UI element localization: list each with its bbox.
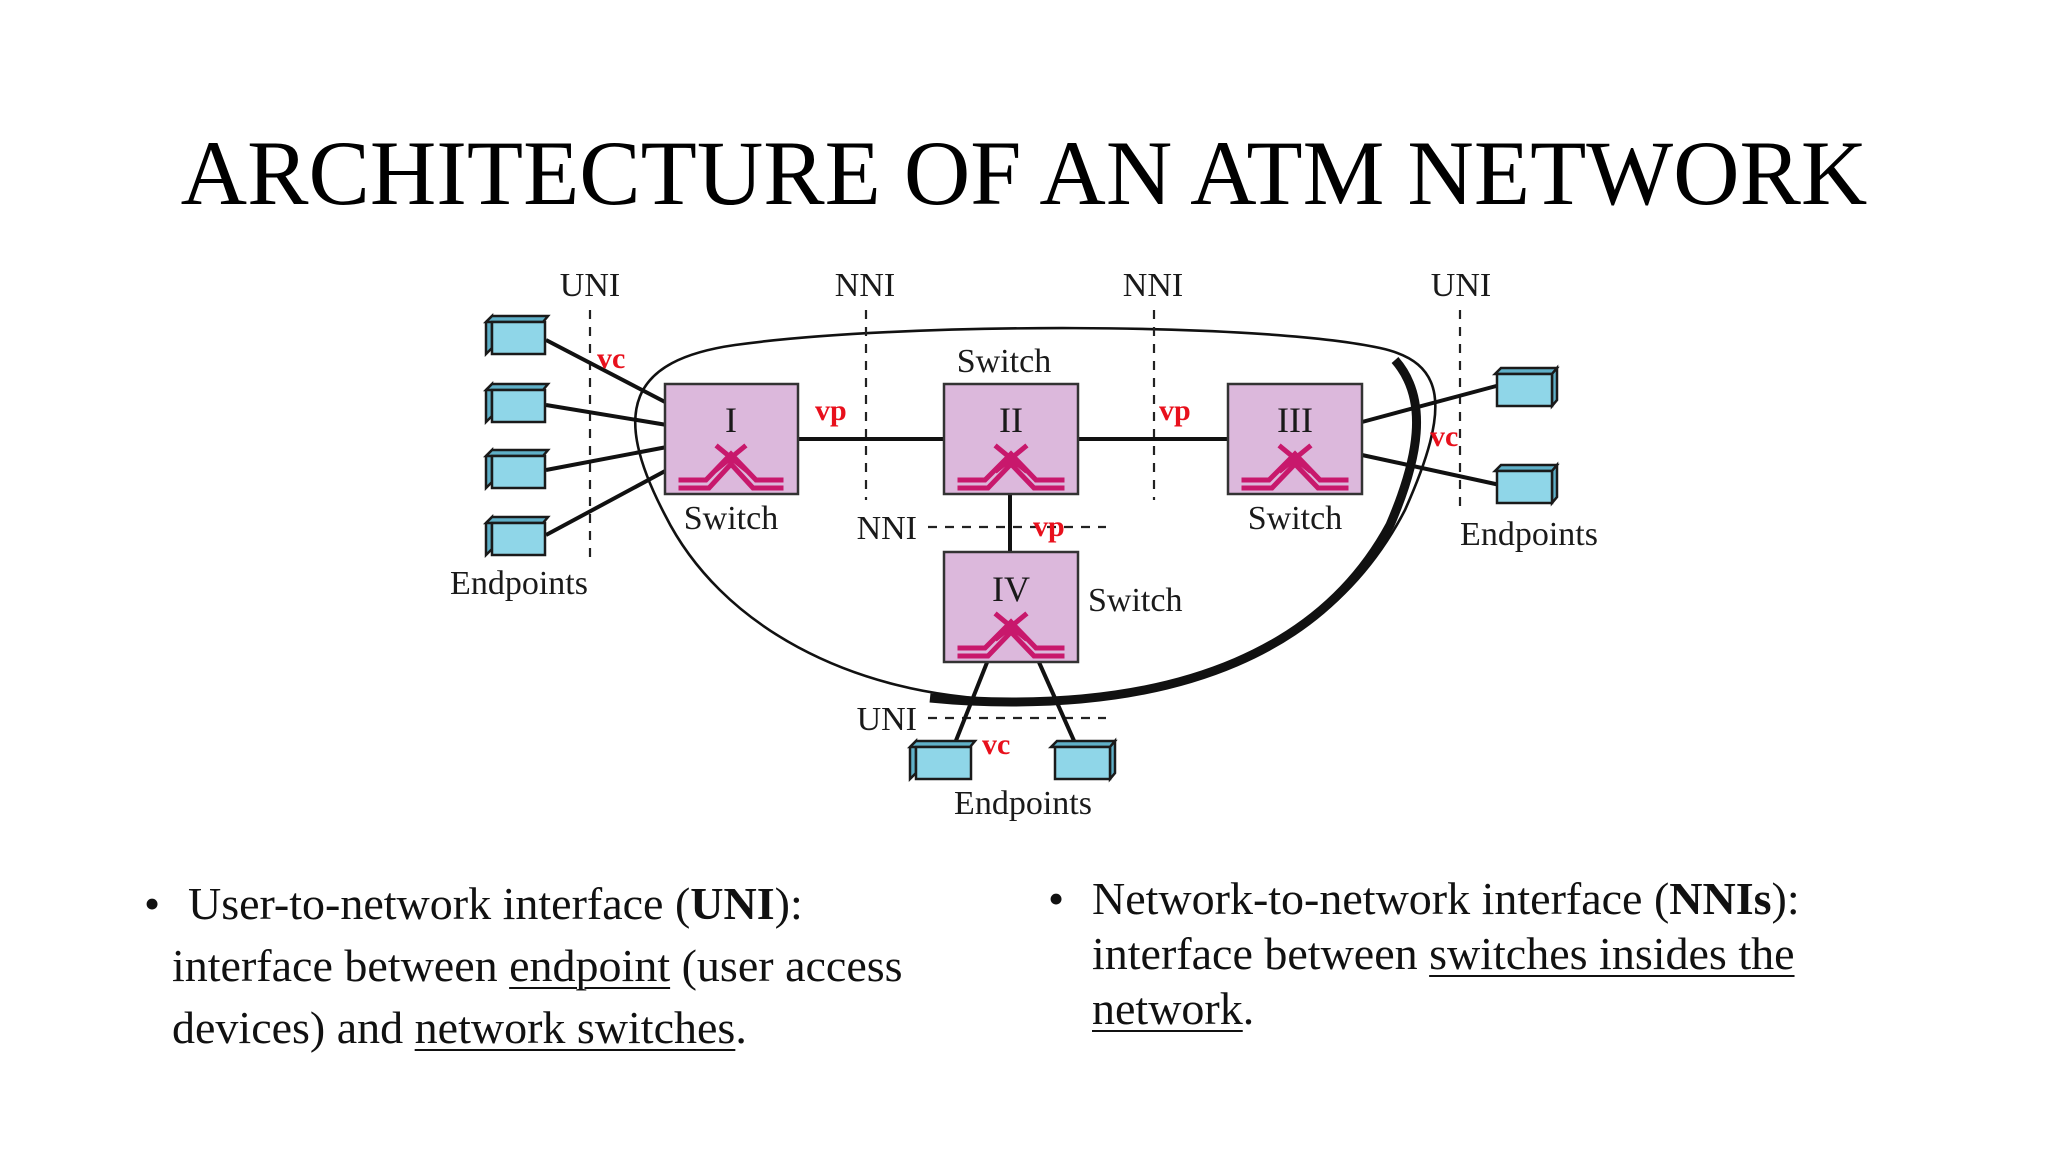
- endpoint-bottom-2: [1047, 737, 1118, 783]
- connection-label-vp-1-2: vp: [815, 394, 847, 427]
- bullet-mark: •: [144, 878, 161, 929]
- endpoints-caption-left: Endpoints: [450, 565, 588, 602]
- crossbar-icon: [957, 611, 1065, 659]
- endpoints-caption-bottom: Endpoints: [954, 785, 1092, 822]
- link-left-endpoint-2: [545, 403, 668, 427]
- bullet-uni-line-2: interface between endpoint (user access: [172, 935, 1030, 997]
- link-bottom-endpoint-1: [953, 659, 990, 744]
- switch-4-numeral: IV: [992, 569, 1030, 609]
- endpoint-left-2: [482, 380, 551, 426]
- slide-title: ARCHITECTURE OF AN ATM NETWORK: [180, 122, 1868, 224]
- bullet-uni-line3-pre: devices) and: [172, 1002, 415, 1053]
- network-boundary-shadow: [929, 357, 1422, 707]
- bullet-nni-line-3: network.: [1092, 981, 1928, 1036]
- switch-1-caption: Switch: [684, 500, 778, 537]
- bullet-uni-abbr: UNI: [690, 878, 775, 929]
- endpoint-left-1: [482, 312, 551, 358]
- bullet-uni-intro: User-to-network interface (: [188, 878, 691, 929]
- link-right-endpoint-2: [1361, 453, 1501, 487]
- crossbar-icon: [678, 443, 784, 491]
- bullet-nni-intro: Network-to-network interface (: [1092, 873, 1670, 924]
- link-left-endpoint-4: [545, 468, 668, 537]
- bullet-uni-close: ):: [774, 878, 803, 929]
- endpoint-left-3: [482, 446, 551, 492]
- endpoints-caption-right: Endpoints: [1460, 516, 1598, 553]
- bullet-nni-line-2: interface between switches insides the: [1092, 926, 1928, 981]
- bullet-nni-definition: • Network-to-network interface (NNIs): in…: [1048, 871, 1928, 1036]
- connection-label-vc-left: vc: [597, 342, 625, 375]
- connection-label-vc-bottom: vc: [982, 728, 1010, 761]
- switch-3-caption: Switch: [1248, 500, 1342, 537]
- switch-1-numeral: I: [725, 400, 737, 440]
- switch-2: II: [942, 382, 1080, 496]
- bullet-uni-line2-pre: interface between: [172, 940, 510, 991]
- crossbar-icon: [957, 443, 1065, 491]
- connection-label-vp-2-3: vp: [1159, 394, 1191, 427]
- switch-3: III: [1226, 382, 1364, 496]
- interface-label-uni-right: UNI: [1431, 267, 1491, 304]
- interface-label-uni-bottom: UNI: [857, 701, 917, 738]
- bullet-nni-network-term: network: [1092, 983, 1243, 1034]
- endpoint-right-1: [1491, 364, 1560, 410]
- switch-4: IV: [942, 550, 1080, 664]
- switch-3-numeral: III: [1277, 400, 1313, 440]
- interface-label-nni-mid: NNI: [857, 510, 917, 547]
- endpoint-right-2: [1491, 461, 1560, 507]
- bullet-uni-endpoint-term: endpoint: [509, 940, 671, 991]
- bullet-uni-line-1: • User-to-network interface (UNI):: [144, 873, 1030, 935]
- link-left-endpoint-1: [545, 338, 668, 405]
- bullet-nni-close: ):: [1771, 873, 1800, 924]
- switch-2-numeral: II: [999, 400, 1023, 440]
- bullet-uni-network-switches-term: network switches: [414, 1002, 736, 1053]
- bullet-uni-line2-post: (user access: [670, 940, 903, 991]
- endpoint-bottom-1: [906, 737, 978, 783]
- link-right-endpoint-1: [1361, 383, 1501, 424]
- switch-1: I: [663, 382, 800, 496]
- bullet-nni-line3-post: .: [1242, 983, 1255, 1034]
- bullet-uni-line3-post: .: [735, 1002, 747, 1053]
- switch-4-caption: Switch: [1088, 582, 1182, 619]
- bullet-nni-line-1: • Network-to-network interface (NNIs):: [1048, 871, 1928, 926]
- endpoint-left-4: [482, 513, 551, 559]
- interface-label-nni-mid-left: NNI: [835, 267, 895, 304]
- bullet-uni-definition: • User-to-network interface (UNI): interf…: [144, 873, 1030, 1059]
- interface-label-nni-mid-right: NNI: [1123, 267, 1183, 304]
- crossbar-icon: [1241, 443, 1349, 491]
- connection-label-vp-2-4: vp: [1033, 510, 1065, 543]
- connection-label-vc-right: vc: [1430, 420, 1458, 453]
- link-left-endpoint-3: [545, 445, 668, 472]
- bullet-mark: •: [1048, 873, 1065, 924]
- interface-label-uni-left: UNI: [560, 267, 620, 304]
- bullet-nni-line2-pre: interface between: [1092, 928, 1430, 979]
- link-bottom-endpoint-2: [1036, 659, 1077, 744]
- switch-2-caption: Switch: [957, 343, 1051, 380]
- bullet-nni-switches-term: switches insides the: [1429, 928, 1795, 979]
- bullet-uni-line-3: devices) and network switches.: [172, 997, 1030, 1059]
- bullet-nni-abbr: NNIs: [1669, 873, 1772, 924]
